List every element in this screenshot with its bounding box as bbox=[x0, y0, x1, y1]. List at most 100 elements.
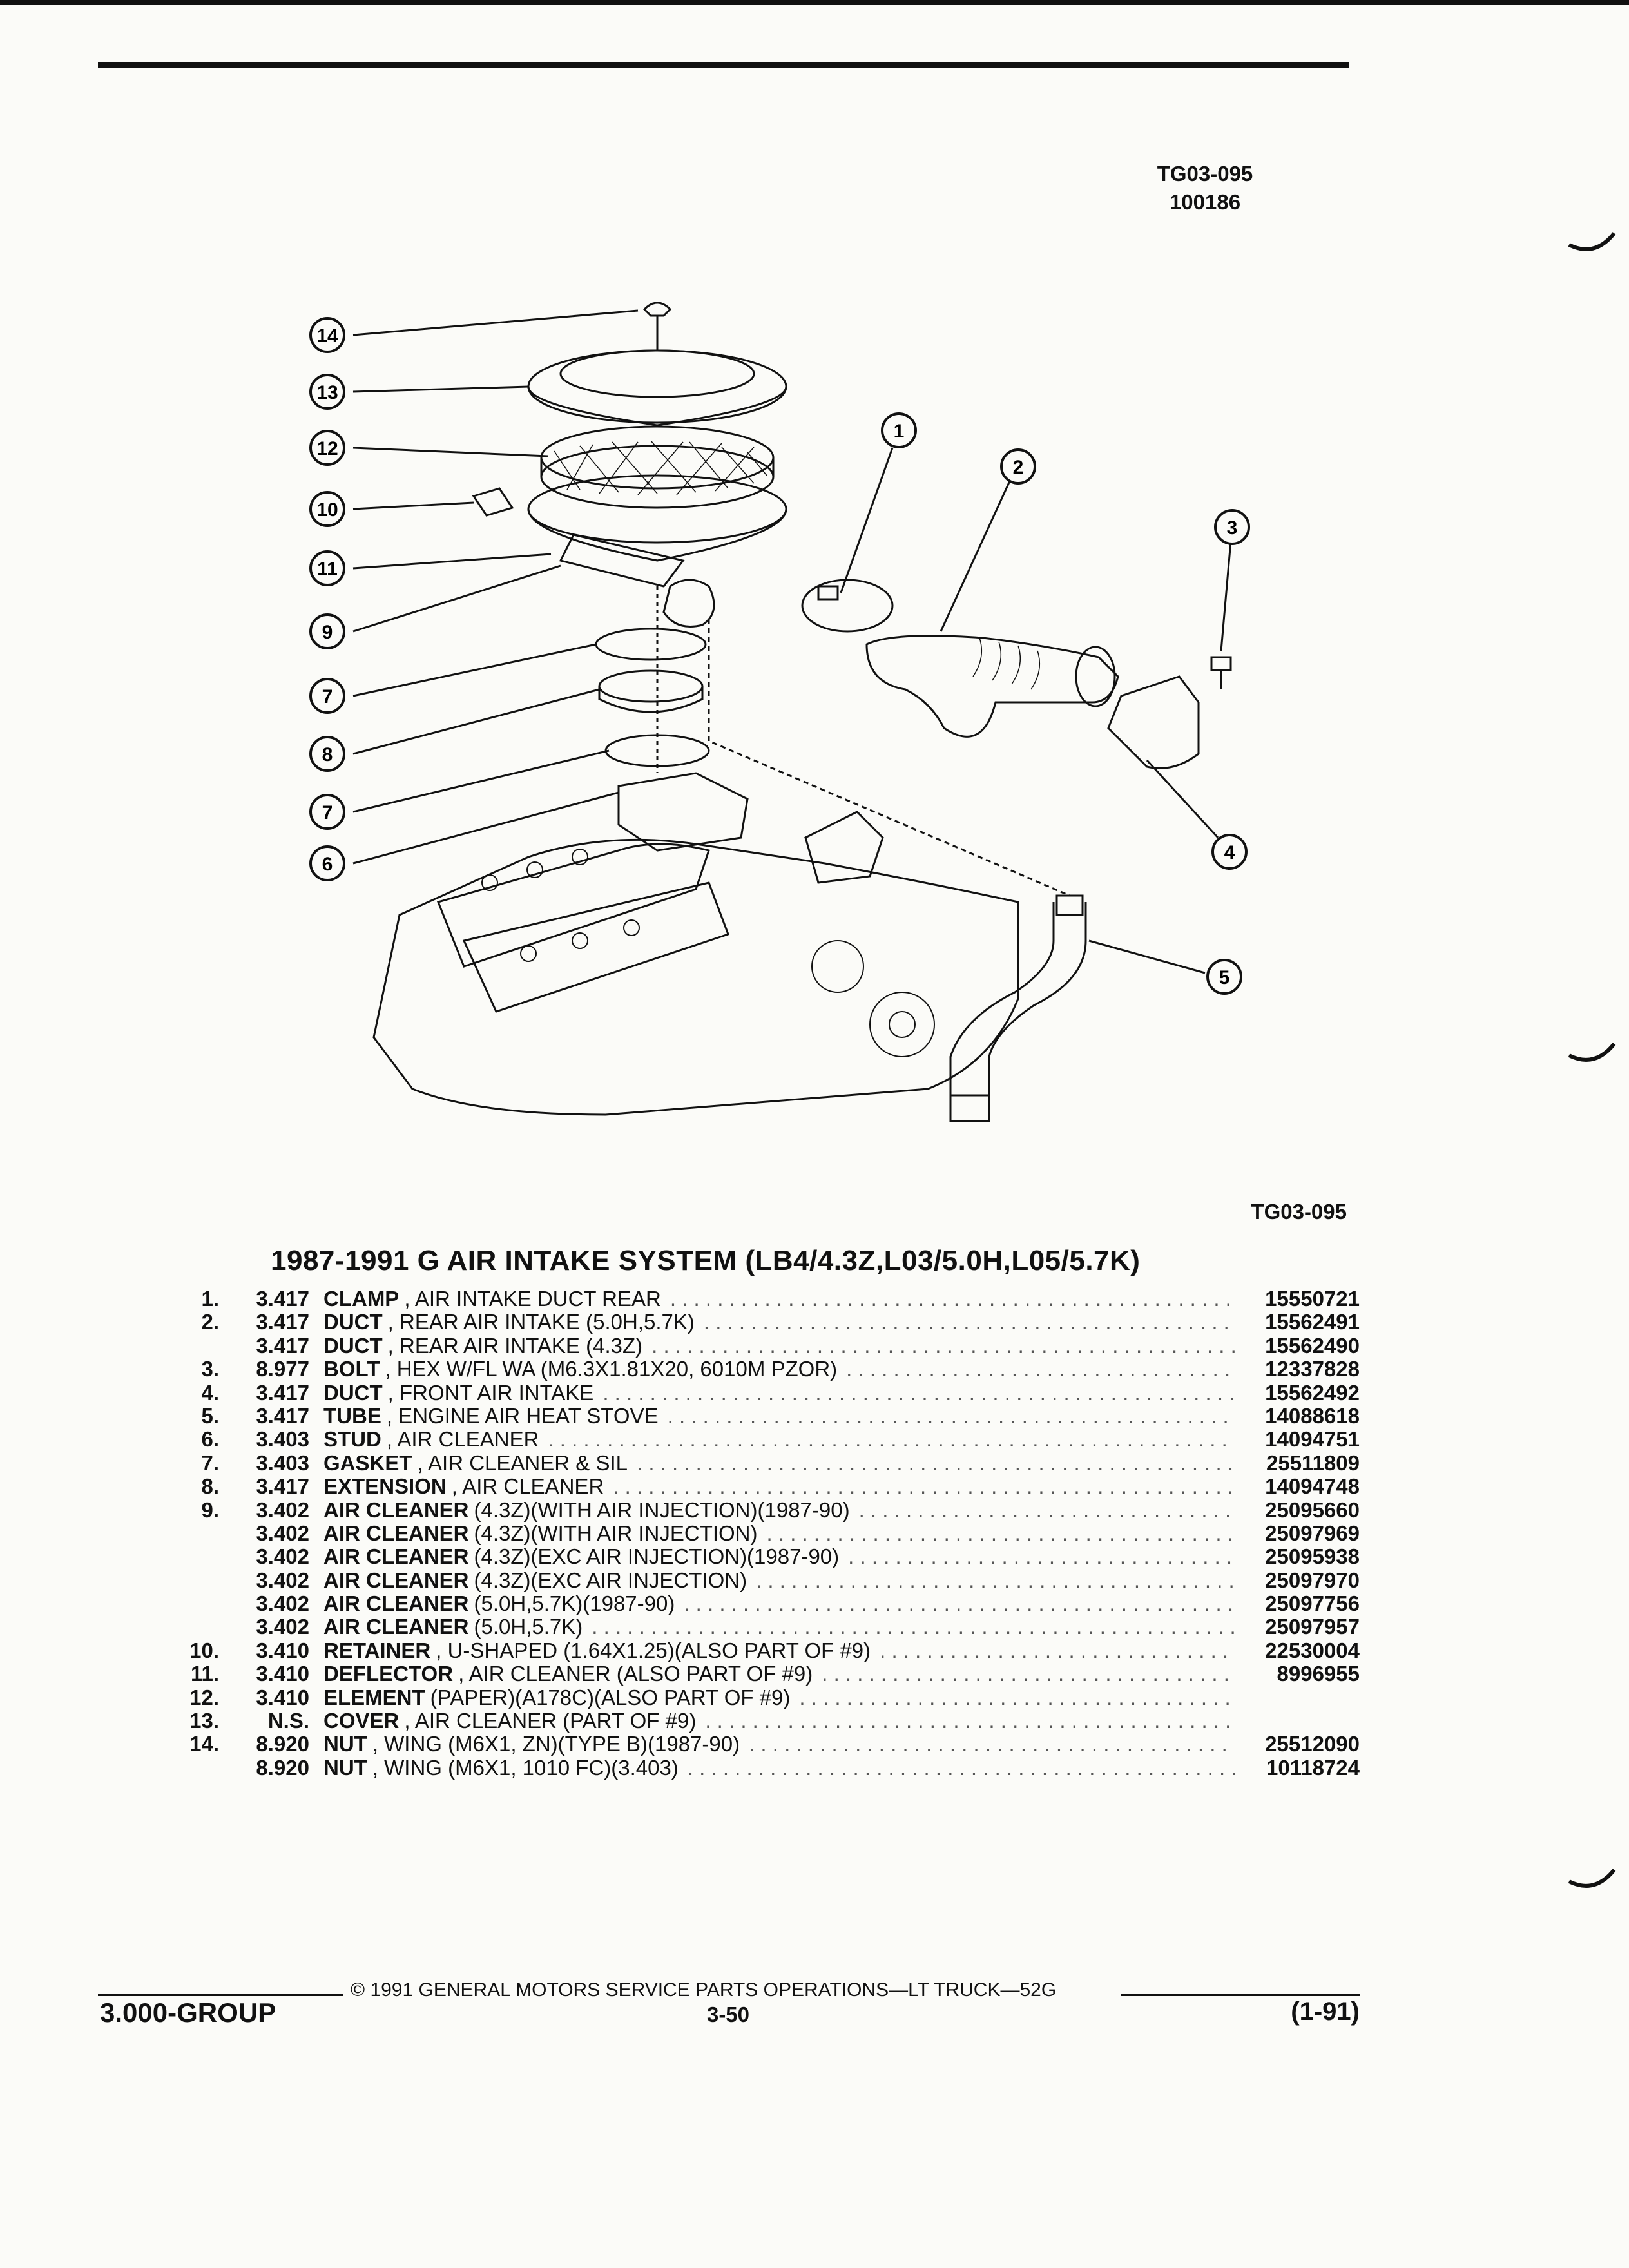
dot-leader bbox=[848, 1545, 1235, 1568]
parts-row: 3.402 AIR CLEANER(5.0H,5.7K) 25097957 bbox=[168, 1615, 1360, 1639]
callout-markers: 14 13 12 10 11 9 7 8 7 6 1 2 3 4 5 bbox=[309, 317, 1250, 995]
parts-row: 1. 3.417 CLAMP, AIR INTAKE DUCT REAR 155… bbox=[168, 1287, 1360, 1311]
dot-leader bbox=[704, 1311, 1235, 1334]
svg-text:13: 13 bbox=[316, 382, 338, 403]
part-number: 14094748 bbox=[1265, 1474, 1360, 1499]
clamp-shape bbox=[801, 579, 894, 633]
parts-row: 2. 3.417 DUCT, REAR AIR INTAKE (5.0H,5.7… bbox=[168, 1310, 1360, 1334]
part-name: NUT bbox=[323, 1756, 367, 1780]
part-number: 25097756 bbox=[1265, 1591, 1360, 1616]
dot-leader bbox=[637, 1452, 1235, 1475]
svg-text:6: 6 bbox=[322, 854, 333, 875]
part-number: 14094751 bbox=[1265, 1427, 1360, 1452]
item-number: 8. bbox=[201, 1474, 219, 1499]
group-number: N.S. bbox=[267, 1709, 309, 1733]
part-name: AIR CLEANER bbox=[323, 1568, 469, 1592]
dot-leader bbox=[670, 1287, 1235, 1311]
part-description: , REAR AIR INTAKE (4.3Z) bbox=[387, 1334, 643, 1358]
dot-leader bbox=[613, 1475, 1235, 1498]
part-description: , AIR CLEANER bbox=[386, 1428, 539, 1452]
callout-1: 1 bbox=[881, 412, 917, 448]
rear-duct-shape bbox=[865, 635, 1119, 738]
part-name: COVER bbox=[323, 1709, 400, 1733]
bolt-shape bbox=[1210, 656, 1232, 689]
part-name: AIR CLEANER bbox=[323, 1521, 469, 1545]
parts-row: 4. 3.417 DUCT, FRONT AIR INTAKE 15562492 bbox=[168, 1381, 1360, 1405]
binding-hole-mark bbox=[1568, 1869, 1616, 1888]
dot-leader bbox=[846, 1358, 1235, 1381]
dot-leader bbox=[705, 1709, 1235, 1733]
part-name: AIR CLEANER bbox=[323, 1615, 469, 1639]
callout-7-lower: 7 bbox=[309, 794, 345, 830]
svg-text:10: 10 bbox=[316, 499, 338, 521]
part-number: 25512090 bbox=[1265, 1732, 1360, 1756]
figure-id-block: TG03-095 100186 bbox=[1095, 160, 1315, 216]
parts-row: 8.920 NUT, WING (M6X1, 1010 FC)(3.403) 1… bbox=[168, 1756, 1360, 1780]
item-number: 14. bbox=[189, 1732, 219, 1756]
part-name: DUCT bbox=[323, 1381, 383, 1405]
footer-rule-right bbox=[1121, 1994, 1360, 1996]
parts-row: 13. N.S. COVER, AIR CLEANER (PART OF #9) bbox=[168, 1709, 1360, 1733]
binding-hole-mark bbox=[1568, 1043, 1616, 1062]
callout-3: 3 bbox=[1214, 509, 1250, 545]
figure-reference: TG03-095 bbox=[1251, 1200, 1347, 1224]
page-number: 3-50 bbox=[706, 2003, 750, 2026]
front-duct-shape bbox=[1107, 675, 1200, 769]
callout-11: 11 bbox=[309, 550, 345, 586]
dot-leader bbox=[859, 1499, 1235, 1522]
group-number: 3.417 bbox=[256, 1310, 309, 1334]
exploded-view-illustration: 14 13 12 10 11 9 7 8 7 6 1 2 3 4 5 bbox=[309, 302, 1250, 1122]
part-number: 25095660 bbox=[1265, 1497, 1360, 1522]
part-description: (PAPER)(A178C)(ALSO PART OF #9) bbox=[430, 1686, 791, 1709]
group-label: 3.000-GROUP bbox=[100, 1997, 276, 2028]
svg-text:11: 11 bbox=[317, 559, 338, 580]
part-number: 15562492 bbox=[1265, 1380, 1360, 1405]
callout-7-upper: 7 bbox=[309, 678, 345, 714]
group-number: 3.402 bbox=[256, 1591, 309, 1616]
svg-text:7: 7 bbox=[322, 686, 333, 707]
filter-element-shape bbox=[540, 425, 775, 490]
item-number: 12. bbox=[189, 1685, 219, 1709]
callout-10: 10 bbox=[309, 491, 345, 527]
group-number: 3.410 bbox=[256, 1662, 309, 1686]
header-rule bbox=[98, 62, 1349, 68]
callout-6: 6 bbox=[309, 845, 345, 881]
part-name: EXTENSION bbox=[323, 1475, 447, 1499]
parts-row: 7. 3.403 GASKET, AIR CLEANER & SIL 25511… bbox=[168, 1450, 1360, 1475]
group-number: 3.417 bbox=[256, 1287, 309, 1311]
dot-leader bbox=[684, 1592, 1235, 1615]
part-name: AIR CLEANER bbox=[323, 1498, 469, 1522]
group-number: 3.402 bbox=[256, 1615, 309, 1639]
item-number: 7. bbox=[201, 1450, 219, 1475]
parts-row: 8. 3.417 EXTENSION, AIR CLEANER 14094748 bbox=[168, 1474, 1360, 1499]
callout-12: 12 bbox=[309, 430, 345, 466]
part-name: DUCT bbox=[323, 1334, 383, 1358]
item-number: 6. bbox=[201, 1427, 219, 1452]
heat-stove-tube-shape bbox=[949, 902, 1055, 1108]
svg-text:7: 7 bbox=[322, 802, 333, 823]
group-number: 3.417 bbox=[256, 1474, 309, 1499]
item-number: 5. bbox=[201, 1403, 219, 1428]
revision-date: (1-91) bbox=[1291, 1997, 1360, 2026]
callout-9: 9 bbox=[309, 613, 345, 649]
callout-8: 8 bbox=[309, 736, 345, 772]
item-number: 1. bbox=[201, 1287, 219, 1311]
dot-leader bbox=[592, 1615, 1235, 1639]
group-number: 8.920 bbox=[256, 1755, 309, 1780]
parts-row: 11. 3.410 DEFLECTOR, AIR CLEANER (ALSO P… bbox=[168, 1662, 1360, 1686]
part-name: ELEMENT bbox=[323, 1686, 425, 1709]
deflector-shape bbox=[559, 533, 685, 588]
footer-rule-left bbox=[98, 1994, 343, 1996]
group-number: 3.402 bbox=[256, 1521, 309, 1545]
svg-text:5: 5 bbox=[1219, 967, 1230, 988]
engine-shape bbox=[372, 838, 1019, 1116]
part-number: 25511809 bbox=[1266, 1450, 1360, 1475]
svg-text:4: 4 bbox=[1224, 842, 1235, 863]
part-description: (4.3Z)(EXC AIR INJECTION)(1987-90) bbox=[474, 1545, 840, 1569]
item-number: 4. bbox=[201, 1380, 219, 1405]
dot-leader bbox=[548, 1428, 1235, 1451]
part-number: 15550721 bbox=[1265, 1287, 1360, 1311]
part-name: DEFLECTOR bbox=[323, 1662, 454, 1686]
group-number: 3.417 bbox=[256, 1403, 309, 1428]
parts-row: 3.402 AIR CLEANER(4.3Z)(WITH AIR INJECTI… bbox=[168, 1521, 1360, 1545]
